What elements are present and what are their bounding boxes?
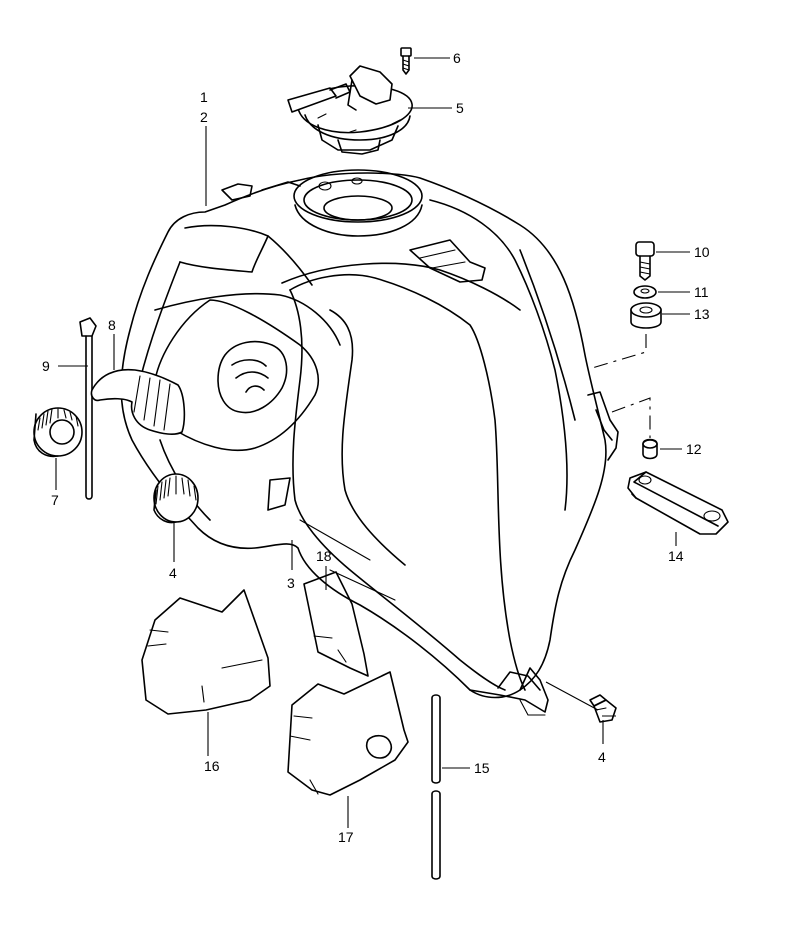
callout-14: 14 [668,548,684,564]
callout-5: 5 [456,100,464,116]
callout-13: 13 [694,306,710,322]
callout-9: 9 [42,358,50,374]
cap-4-left[interactable] [153,473,199,524]
fuel-tank[interactable] [120,169,619,716]
protector-16[interactable] [141,589,271,715]
fuel-cap-assembly[interactable] [287,65,413,155]
cap-7[interactable] [33,407,83,458]
washer-11[interactable] [633,285,657,299]
callout-17: 17 [338,829,354,845]
cushion-12[interactable] [642,438,658,460]
cushion-13[interactable] [630,302,662,329]
protector-17[interactable] [287,671,409,796]
callout-15: 15 [474,760,490,776]
leader-lines [55,57,690,828]
callout-16: 16 [204,758,220,774]
bolt-6[interactable] [400,47,412,75]
callout-10: 10 [694,244,710,260]
bolt-10[interactable] [635,241,655,281]
callout-7: 7 [51,492,59,508]
hose-15[interactable] [431,694,441,880]
protector-18[interactable] [303,571,369,677]
callout-12: 12 [686,441,702,457]
callout-labels: 1 2 3 4 4 5 6 7 8 9 10 11 12 13 14 15 16… [42,50,710,845]
bolt-4-right[interactable] [589,694,617,723]
callout-4-left: 4 [169,565,177,581]
bracket-14[interactable] [627,471,729,535]
callout-1: 1 [200,89,208,105]
callout-8: 8 [108,317,116,333]
hose-8[interactable] [90,368,186,435]
band-9[interactable] [79,317,97,500]
callout-6: 6 [453,50,461,66]
callout-3: 3 [287,575,295,591]
callout-11: 11 [694,284,709,300]
callout-2: 2 [200,109,208,125]
callout-4-right: 4 [598,749,606,765]
callout-18: 18 [316,548,332,564]
